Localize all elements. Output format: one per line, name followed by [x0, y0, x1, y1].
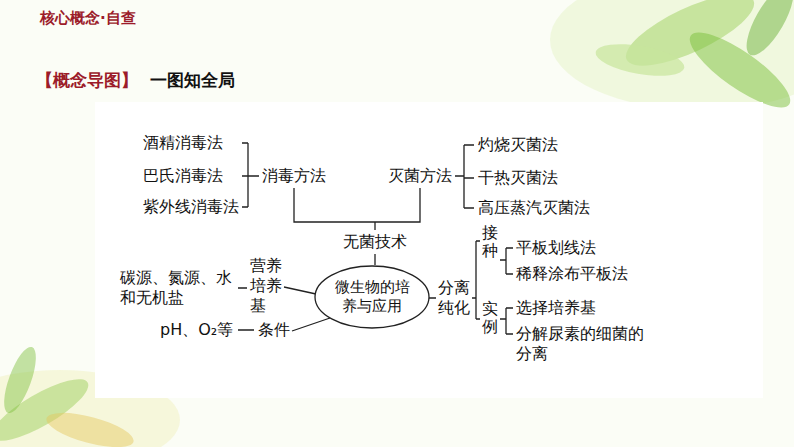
- branch-label: 消毒方法: [262, 166, 326, 186]
- map-panel: [95, 102, 763, 398]
- method-item: 灼烧灭菌法: [478, 135, 558, 155]
- method-item: 巴氏消毒法: [143, 166, 223, 186]
- method-item: 紫外线消毒法: [143, 197, 239, 217]
- section-heading: 一图知全局: [150, 70, 235, 90]
- ellipse-shape: [315, 266, 429, 328]
- content-item: pH、O₂等: [160, 320, 233, 340]
- method-item: 分解尿素的细菌的分离: [516, 324, 648, 364]
- node-text: 微生物的培养与应用: [332, 278, 412, 316]
- section-tag: 【概念导图】: [36, 70, 138, 90]
- branch-label: 条件: [258, 320, 290, 340]
- branch-label: 实例: [482, 300, 498, 335]
- branch-label: 分离纯化: [438, 278, 470, 318]
- method-item: 平板划线法: [516, 238, 596, 258]
- method-item: 干热灭菌法: [478, 168, 558, 188]
- branch-label: 接种: [482, 224, 498, 259]
- center-ellipse: 微生物的培养与应用: [314, 265, 430, 329]
- slide-heading: 核心概念·自查: [40, 8, 136, 28]
- branch-label: 灭菌方法: [388, 166, 452, 186]
- method-item: 选择培养基: [516, 298, 596, 318]
- branch-label: 无菌技术: [343, 232, 407, 252]
- branch-label: 营养培养基: [250, 256, 282, 316]
- content-item: 碳源、氮源、水和无机盐: [120, 268, 236, 308]
- method-item: 高压蒸汽灭菌法: [478, 198, 590, 218]
- method-item: 稀释涂布平板法: [516, 264, 628, 284]
- method-item: 酒精消毒法: [143, 133, 223, 153]
